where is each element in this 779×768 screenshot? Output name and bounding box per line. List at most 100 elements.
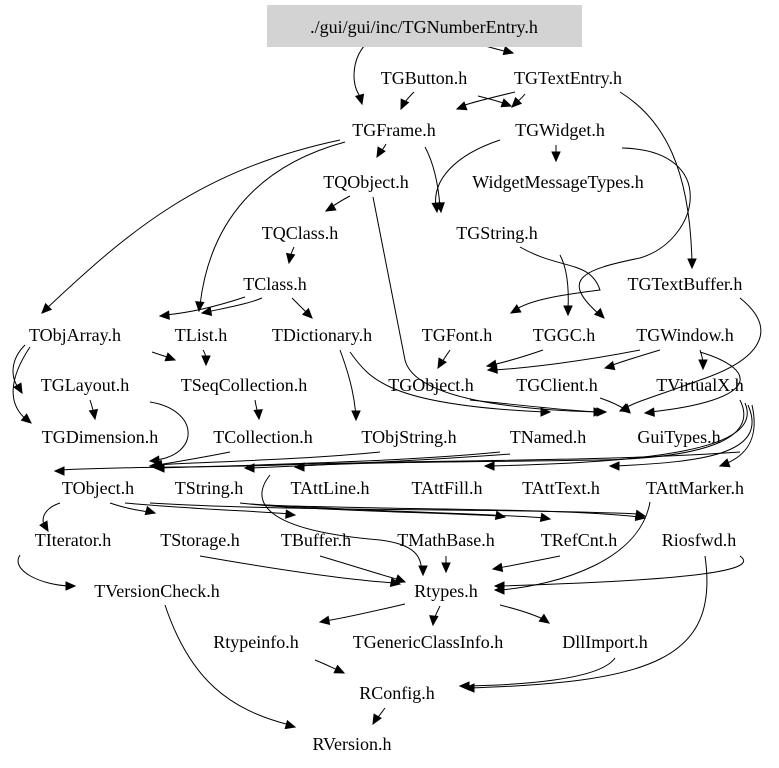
node-riosfwd[interactable]: Riosfwd.h	[662, 530, 737, 550]
arrowhead-tattline-rtypes-long	[418, 565, 428, 577]
node-widgetmessagetypes[interactable]: WidgetMessageTypes.h	[472, 172, 643, 192]
node-tqclass[interactable]: TQClass.h	[262, 223, 339, 243]
arrowhead-tgwindow-guitypes	[643, 407, 655, 417]
edge-rtypes-dllimport	[499, 604, 546, 621]
edge-rtypes-rtypeinfo	[324, 603, 406, 622]
arrowhead-guitypes-tobject-long	[53, 466, 65, 476]
arrowhead-rtypes-dllimport	[538, 613, 551, 624]
edge-root-tgframe	[353, 44, 366, 100]
arrowhead-tgstring-tgfont	[509, 304, 522, 314]
arrowhead-tgtextentry-tgtextbuffer	[687, 258, 697, 270]
node-tgclient[interactable]: TGClient.h	[516, 375, 598, 395]
node-tobjarray[interactable]: TObjArray.h	[29, 325, 121, 345]
node-tclass[interactable]: TClass.h	[243, 274, 307, 294]
node-tcollection[interactable]: TCollection.h	[213, 427, 312, 447]
edge-tobjarray-tgdimension	[12, 346, 31, 421]
edge-tgwidget-tgwindow-long	[578, 147, 691, 316]
node-tattline[interactable]: TAttLine.h	[290, 478, 369, 498]
node-tstring[interactable]: TString.h	[175, 478, 244, 498]
node-dllimport[interactable]: DllImport.h	[562, 632, 648, 652]
arrowhead-tclass-tlist	[200, 306, 213, 317]
edge-riosfwd-rtypes	[499, 555, 745, 587]
node-root[interactable]: ./gui/gui/inc/TGNumberEntry.h	[310, 17, 538, 37]
node-tglayout[interactable]: TGLayout.h	[41, 375, 129, 395]
edge-tattmarker-rtypes-long	[499, 501, 651, 591]
arrowhead-riosfwd-rconfig	[463, 683, 475, 693]
arrowhead-tobject-titerator	[39, 520, 49, 533]
arrowhead-rtypeinfo-rconfig	[333, 664, 346, 674]
edge-tnamed-tobject	[159, 451, 501, 469]
arrowhead-tgobject-tnamed	[593, 407, 605, 417]
edge-tgframe-tlist	[199, 141, 346, 306]
arrowhead-trefcnt-rtypes	[491, 562, 504, 573]
edge-tgstring-tgfont	[514, 246, 601, 311]
arrowhead-tobject-tstorage	[144, 505, 157, 516]
edge-tvirtualx-tattfill	[489, 402, 748, 467]
edge-tbuffer-rtypes	[319, 555, 401, 581]
node-tgenericclassinfo[interactable]: TGenericClassInfo.h	[353, 632, 503, 652]
arrowhead-tclass-tdictionary	[301, 307, 313, 319]
node-tgfont[interactable]: TGFont.h	[422, 325, 493, 345]
node-tgwindow[interactable]: TGWindow.h	[636, 325, 734, 345]
node-rtypeinfo[interactable]: Rtypeinfo.h	[213, 632, 299, 652]
edge-tgwindow-tgobject	[492, 349, 641, 371]
node-tggc[interactable]: TGGC.h	[533, 325, 596, 345]
arrowhead-tgfont-tgobject	[437, 357, 447, 370]
edge-tversioncheck-rversion	[164, 604, 291, 726]
node-tgdimension[interactable]: TGDimension.h	[42, 427, 159, 447]
node-rversion[interactable]: RVersion.h	[312, 734, 391, 754]
edge-tglayout-tobject	[149, 401, 189, 461]
arrowhead-tversioncheck-rversion	[284, 719, 297, 730]
edge-tgframe-tobjarray	[44, 139, 341, 311]
node-tgtextentry[interactable]: TGTextEntry.h	[514, 68, 622, 88]
node-tatttext[interactable]: TAttText.h	[522, 478, 600, 498]
node-tversioncheck[interactable]: TVersionCheck.h	[94, 581, 219, 601]
node-tlist[interactable]: TList.h	[175, 325, 228, 345]
node-tgframe[interactable]: TGFrame.h	[352, 120, 435, 140]
node-tmathbase[interactable]: TMathBase.h	[397, 530, 494, 550]
node-tgstring[interactable]: TGString.h	[456, 223, 538, 243]
edge-tgwidget-tgstring	[435, 139, 501, 208]
node-tdictionary[interactable]: TDictionary.h	[272, 325, 372, 345]
node-tgwidget[interactable]: TGWidget.h	[515, 120, 605, 140]
edge-tvirtualx-tatttext	[614, 404, 753, 467]
edge-tstorage-rtypes	[199, 555, 396, 584]
node-tgobject[interactable]: TGObject.h	[388, 375, 473, 395]
arrowhead-rconfig-rversion	[372, 713, 382, 726]
node-trefcnt[interactable]: TRefCnt.h	[541, 530, 618, 550]
edge-riosfwd-rconfig	[469, 555, 708, 689]
arrowhead-tgclient-guitypes	[619, 403, 631, 414]
node-labels: ./gui/gui/inc/TGNumberEntry.h TGButton.h…	[29, 17, 744, 754]
arrowhead-tgwindow-tgclient	[603, 360, 616, 371]
node-tobjstring[interactable]: TObjString.h	[361, 427, 456, 447]
node-rconfig[interactable]: RConfig.h	[359, 683, 435, 703]
arrowhead-tstring-tmathbase	[494, 510, 507, 521]
node-tqobject[interactable]: TQObject.h	[323, 172, 408, 192]
node-guitypes[interactable]: GuiTypes.h	[637, 427, 720, 447]
arrowhead-tglayout-tgdimension	[88, 408, 99, 421]
node-tattfill[interactable]: TAttFill.h	[411, 478, 482, 498]
node-tvirtualx[interactable]: TVirtualX.h	[656, 375, 743, 395]
edge-titerator-tversioncheck	[17, 554, 71, 587]
arrowhead-tstring-trefcnt	[539, 512, 552, 523]
edge-tobject-riosfwd	[149, 502, 641, 515]
node-tbuffer[interactable]: TBuffer.h	[281, 530, 351, 550]
node-tobject[interactable]: TObject.h	[62, 478, 134, 498]
edge-tgstring-tggc	[559, 254, 569, 311]
arrowhead-rtypes-rtypeinfo	[318, 615, 331, 626]
node-tgbutton[interactable]: TGButton.h	[381, 68, 468, 88]
node-titerator[interactable]: TIterator.h	[35, 530, 111, 550]
node-tstorage[interactable]: TStorage.h	[160, 530, 239, 550]
node-rtypes[interactable]: Rtypes.h	[414, 581, 478, 601]
node-tgtextbuffer[interactable]: TGTextBuffer.h	[628, 274, 743, 294]
edge-tggc-tgobject	[491, 349, 544, 366]
node-tseqcollection[interactable]: TSeqCollection.h	[181, 375, 307, 395]
arrowhead-tseqcollection-tcollection	[253, 409, 263, 421]
edge-tgtextentry-tgtextbuffer	[619, 91, 693, 264]
arrowhead-tqobject-tqclass	[324, 202, 337, 212]
node-tattmarker[interactable]: TAttMarker.h	[646, 478, 744, 498]
edge-tcollection-tobject	[157, 451, 231, 466]
node-tnamed[interactable]: TNamed.h	[510, 427, 586, 447]
edge-tstring-riosfwd2	[259, 504, 641, 518]
